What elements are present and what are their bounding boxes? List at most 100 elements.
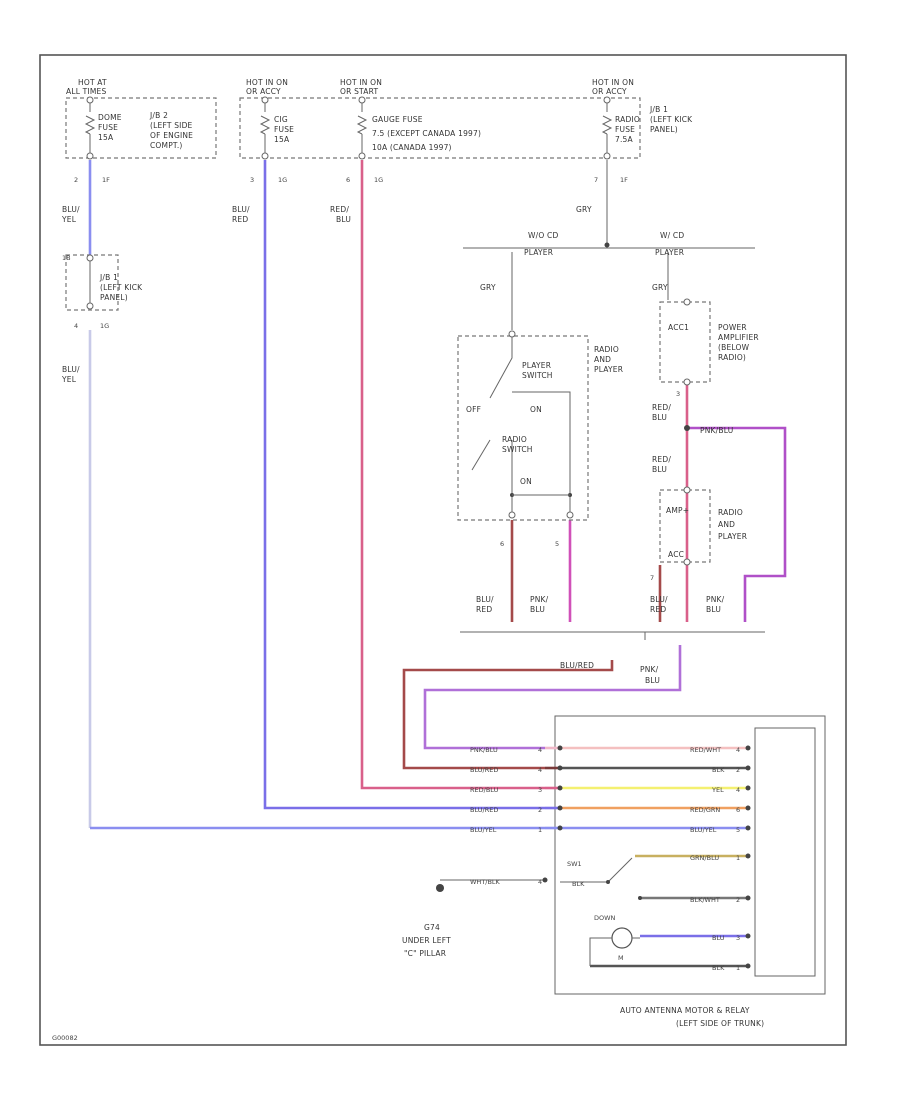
radio-player-1-box <box>457 335 589 521</box>
on-label-2: ON <box>520 477 532 486</box>
rr-pin-3: 4 <box>736 786 740 794</box>
fuse-labels: DOME FUSE 15A J/B 2 (LEFT SIDE OF ENGINE… <box>98 105 693 152</box>
radio-switch-label: RADIO <box>502 435 527 444</box>
motor-label: M <box>618 954 624 962</box>
wc-blu-red-1: BLU/ <box>232 205 250 214</box>
amp-title-2: AMPLIFIER <box>718 333 759 342</box>
radio-player-1-title: RADIO <box>594 345 619 354</box>
wire-pnk-blu-relay <box>423 645 682 750</box>
switch-wire: BLK <box>572 880 585 888</box>
splice-amp <box>684 425 690 431</box>
hot-labels: HOT AT ALL TIMES HOT IN ON OR ACCY HOT I… <box>66 78 634 96</box>
jb2-label: J/B 2 <box>149 111 168 120</box>
rr-label-2: BLK <box>712 766 725 774</box>
jb1-loc-2: PANEL) <box>650 125 678 134</box>
wc-red-blu-4: BLU <box>652 413 667 422</box>
wc-gry-2: GRY <box>480 283 496 292</box>
rl-label-2: BLU/RED <box>470 766 498 774</box>
jb1-fuse-box <box>239 97 641 159</box>
radio-switch-paths <box>471 391 571 515</box>
power-amp-box <box>659 301 711 383</box>
rl-label-1: PNK/BLU <box>470 746 498 754</box>
wo-cd-label-2: PLAYER <box>524 248 553 257</box>
wc-pnk-blu-1: PNK/BLU <box>700 426 733 435</box>
rl-pin-5: 1 <box>538 826 542 834</box>
rr-pin-9: 1 <box>736 964 740 972</box>
ground-icon <box>436 884 444 892</box>
on-label: ON <box>530 405 542 414</box>
dome-fuse-rating: 15A <box>98 133 114 142</box>
radio-fuse-label-2: FUSE <box>615 125 635 134</box>
rl-pin-2: 4 <box>538 766 542 774</box>
wc-red-blu-1: RED/ <box>330 205 349 214</box>
wc-blu-red-3: BLU/ <box>476 595 494 604</box>
hot-label-1: HOT AT <box>78 78 107 87</box>
wc-gry-3: GRY <box>652 283 668 292</box>
jb2-loc-1: (LEFT SIDE <box>150 121 193 130</box>
rp2-pin-7: 7 <box>650 574 654 582</box>
switch-label: SW1 <box>567 860 582 868</box>
rr-label-5: BLU/YEL <box>690 826 717 834</box>
hot-label-3: HOT IN ON <box>340 78 382 87</box>
amp-pin-3: 3 <box>676 390 680 398</box>
hot-label-3b: OR START <box>340 87 378 96</box>
radio-player-1-title-2: AND <box>594 355 611 364</box>
cig-fuse-label-2: FUSE <box>274 125 294 134</box>
amp-title-3: (BELOW <box>718 343 750 352</box>
cig-fuse-rating: 15A <box>274 135 290 144</box>
ground-pin: 4 <box>538 878 542 886</box>
rp2-acc: ACC <box>668 550 684 559</box>
merge-line <box>460 631 765 640</box>
rp2-title: RADIO <box>718 508 743 517</box>
player1-pin-6: 6 <box>500 540 504 548</box>
wc-blu-red-2: RED <box>232 215 248 224</box>
rr-label-9: BLK <box>712 964 725 972</box>
wc-blu-red-5: BLU/ <box>650 595 668 604</box>
wc-blu-yel-4: YEL <box>61 375 77 384</box>
wc-pnk-blu-5: BLU <box>706 605 721 614</box>
wc-red-blu-3: RED/ <box>652 403 671 412</box>
rr-pin-1: 4 <box>736 746 740 754</box>
relay-outer-box <box>554 715 826 995</box>
hot-label-4b: OR ACCY <box>592 87 627 96</box>
relay-title: AUTO ANTENNA MOTOR & RELAY <box>620 1006 750 1015</box>
wire-red-blu-gauge <box>360 160 545 790</box>
rr-pin-7: 2 <box>736 896 740 904</box>
wc-blu-red-7: BLU/RED <box>560 661 594 670</box>
rp2-title-2: AND <box>718 520 735 529</box>
rl-label-5: BLU/YEL <box>470 826 497 834</box>
jb1-label: J/B 1 <box>649 105 668 114</box>
rp2-title-3: PLAYER <box>718 532 747 541</box>
rr-pin-5: 5 <box>736 826 740 834</box>
diagram-frame <box>39 54 847 1046</box>
motor-leads <box>589 937 640 966</box>
pin-3b: 1G <box>374 176 383 184</box>
relay-pins <box>557 745 751 969</box>
ground-wire-label: WHT/BLK <box>470 878 501 886</box>
relay-inner-box <box>754 727 816 977</box>
wc-pnk-blu-4: PNK/ <box>706 595 725 604</box>
wc-pnk-blu-3: BLU <box>530 605 545 614</box>
jb1-pin-1g: 1G <box>100 322 109 330</box>
splice-gry <box>604 242 610 248</box>
radio-player-1-title-3: PLAYER <box>594 365 623 374</box>
relay-right-labels: RED/WHT BLK YEL RED/GRN BLU/YEL GRN/BLU … <box>690 746 740 972</box>
switch-down: DOWN <box>594 914 616 922</box>
rr-label-1: RED/WHT <box>690 746 721 754</box>
radio-fuse-label: RADIO <box>615 115 640 124</box>
pin-1b: 1F <box>102 176 110 184</box>
wire-pnk-blu-amp <box>687 426 787 622</box>
wc-pnk-blu-6: PNK/ <box>640 665 659 674</box>
ground-name: G74 <box>424 923 440 932</box>
amp-acc1: ACC1 <box>668 323 689 332</box>
wc-red-blu-6: BLU <box>652 465 667 474</box>
gauge-fuse-label: GAUGE FUSE <box>372 115 423 124</box>
wc-pnk-blu-7: BLU <box>645 676 660 685</box>
relay-right-wires <box>560 746 748 968</box>
wire-blu-red-relay <box>402 660 614 770</box>
wc-blu-red-6: RED <box>650 605 666 614</box>
amp-title: POWER <box>718 323 747 332</box>
hot-label-2b: OR ACCY <box>246 87 281 96</box>
gauge-fuse-rating-1: 7.5 (EXCEPT CANADA 1997) <box>372 129 481 138</box>
